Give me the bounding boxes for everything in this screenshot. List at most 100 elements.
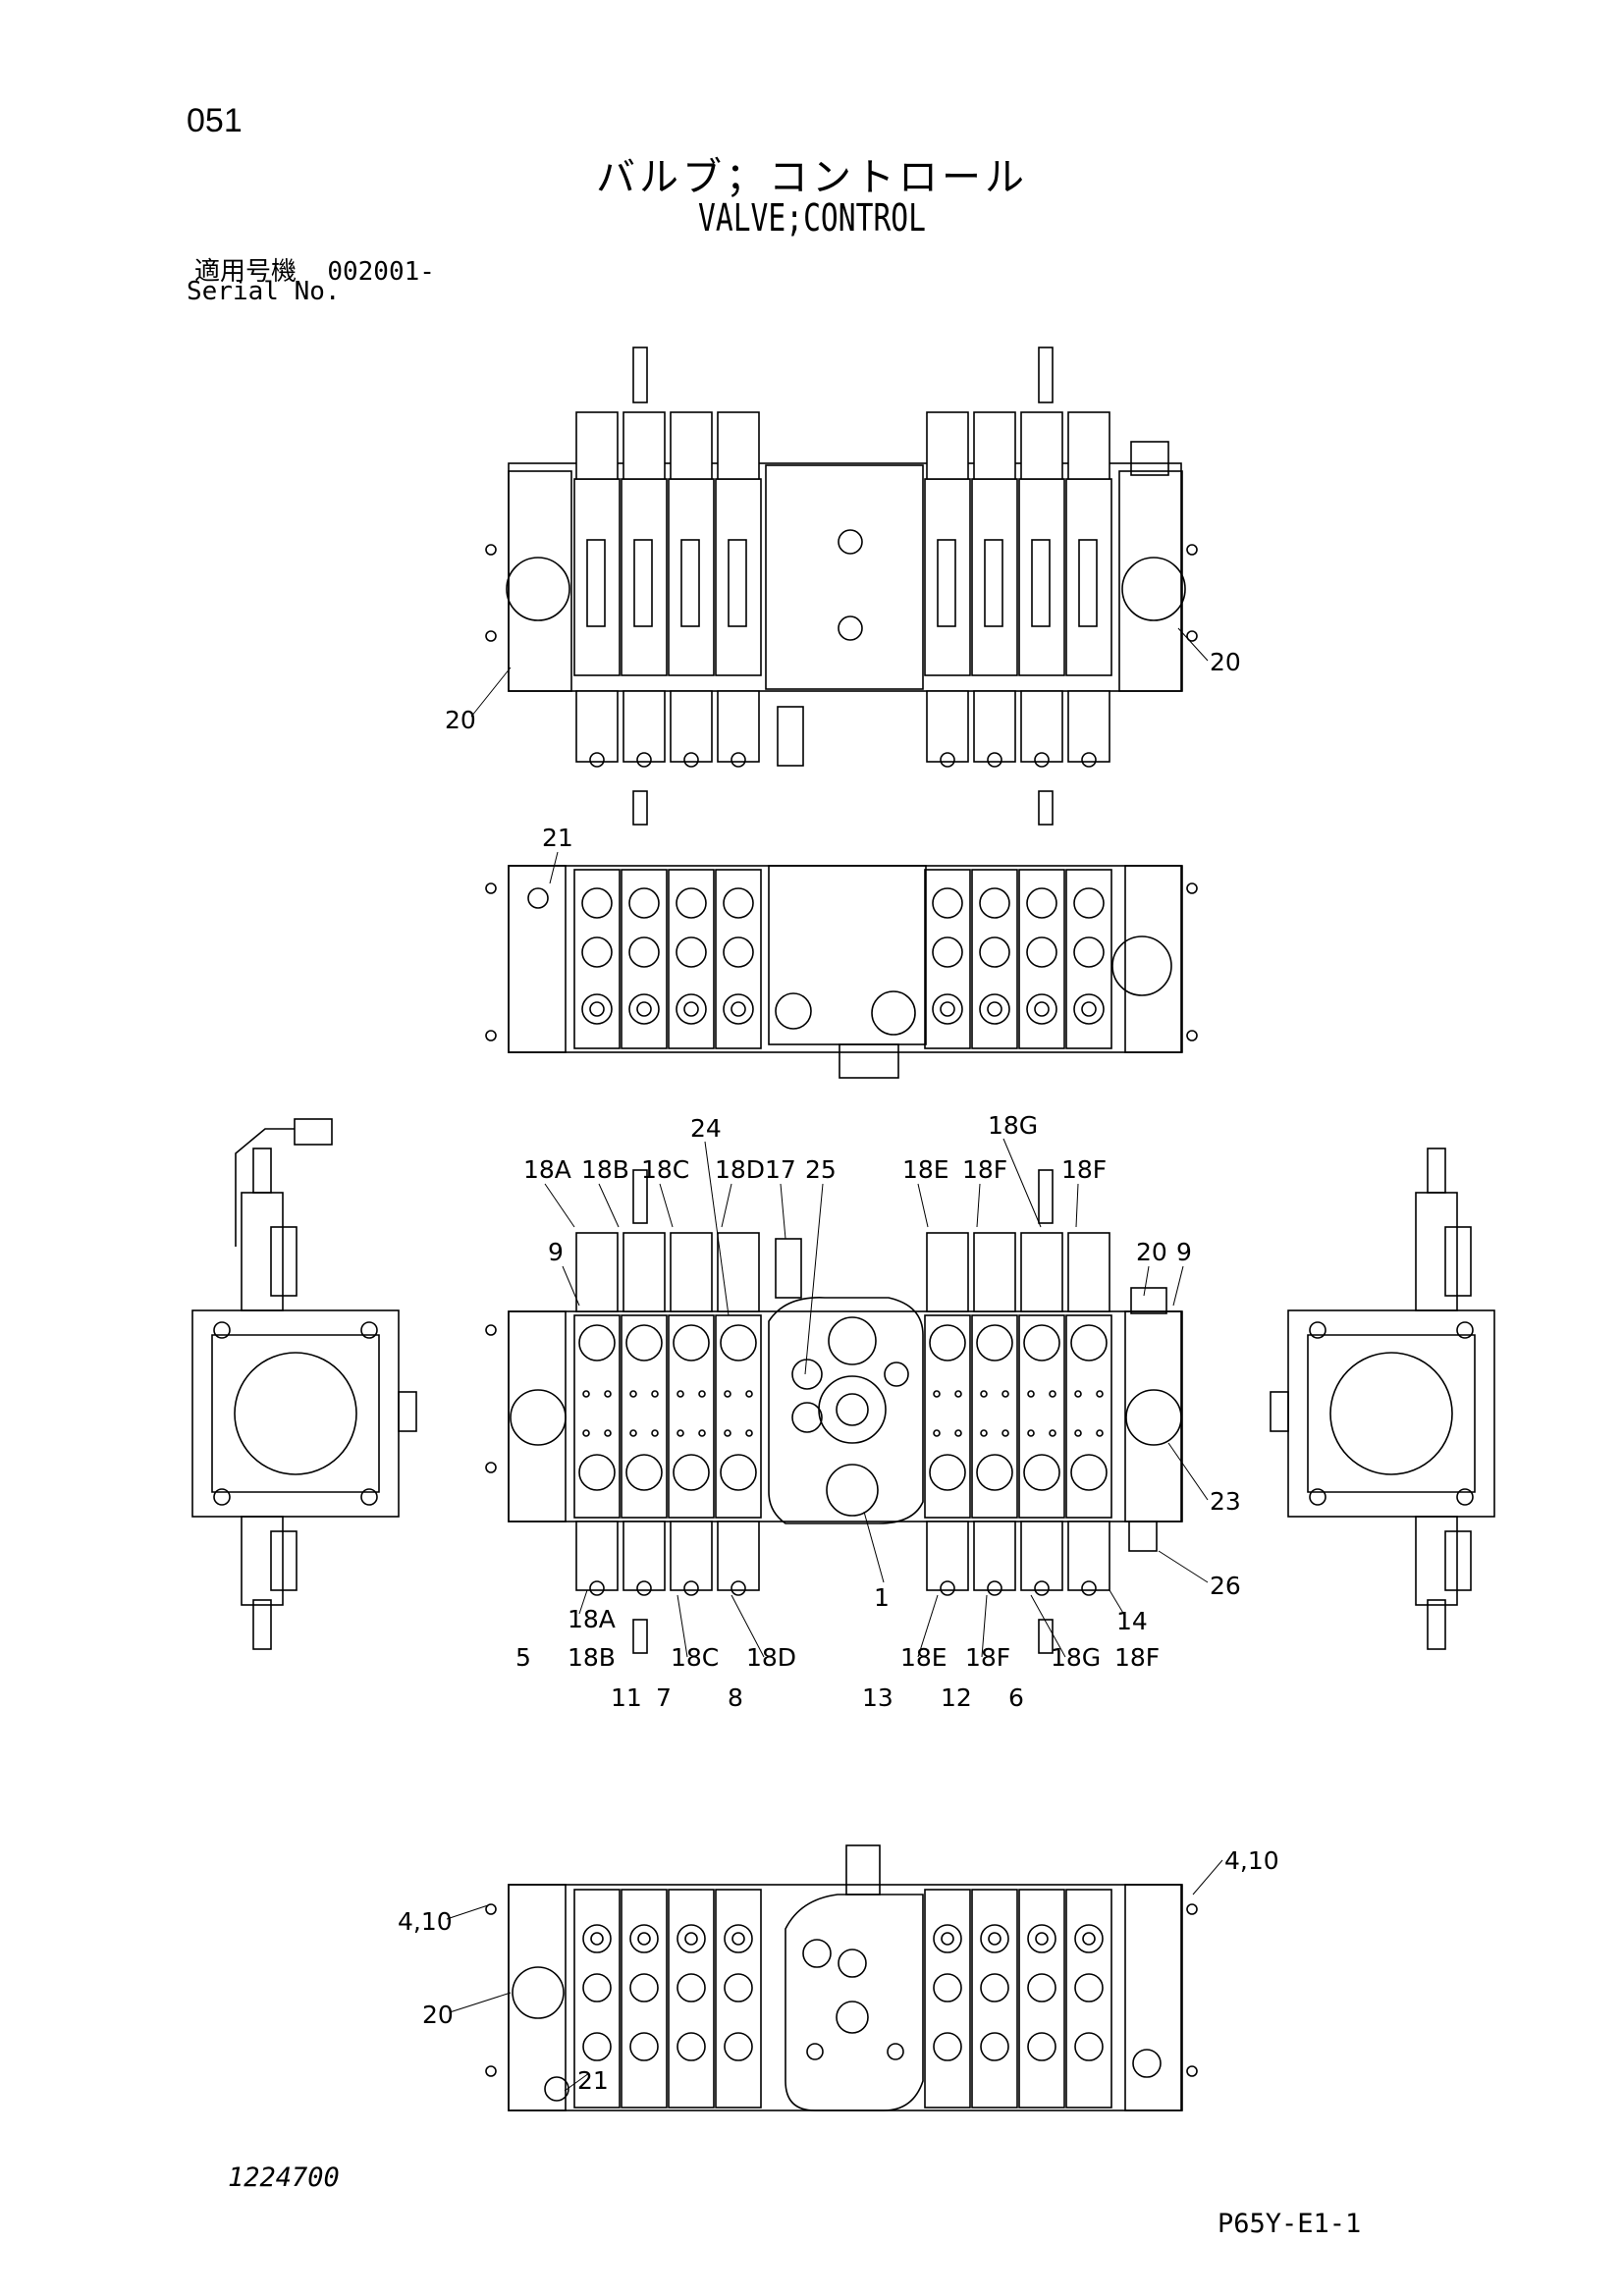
leader-line — [1002, 1138, 1042, 1228]
bottom-fitting — [839, 1043, 899, 1079]
bolt-head — [1074, 1390, 1082, 1398]
drawing-number: 1224700 — [228, 2163, 340, 2193]
bolt-head — [1074, 1429, 1082, 1437]
port-circle — [1309, 1488, 1326, 1506]
port-circle — [932, 887, 963, 919]
port-circle — [979, 993, 1010, 1025]
leader-line — [731, 1594, 765, 1658]
leader-line — [470, 667, 512, 718]
serial-line: 適用号機 002001- — [194, 251, 435, 288]
callout-label: 8 — [728, 1683, 743, 1712]
bolt-head — [698, 1390, 706, 1398]
port-circle — [1125, 1389, 1182, 1446]
spool-section — [621, 478, 668, 676]
bolt-head — [980, 1390, 988, 1398]
solenoid-stem — [1427, 1599, 1446, 1650]
side-fitting — [1270, 1391, 1289, 1432]
spool-cap-top — [973, 1232, 1016, 1312]
port-circle — [1186, 2065, 1198, 2077]
port-circle — [980, 2032, 1009, 2061]
port-circle — [673, 1324, 710, 1362]
port-circle — [929, 1324, 966, 1362]
spool-section — [668, 478, 715, 676]
port-circle — [1074, 2032, 1104, 2061]
port-circle — [1186, 882, 1198, 894]
port-circle — [806, 2043, 824, 2060]
port-circle — [625, 1454, 663, 1491]
port-circle — [932, 936, 963, 968]
port-circle — [582, 2032, 612, 2061]
right-side-view-drawing — [1270, 1148, 1495, 1650]
section-face — [715, 1314, 762, 1519]
callout-label: 24 — [690, 1114, 722, 1143]
fitting — [777, 706, 804, 767]
port-circle — [1309, 1321, 1326, 1339]
spool-slot — [984, 539, 1003, 627]
bolt-head — [1049, 1429, 1056, 1437]
serial-label-jp: 適用号機 — [194, 257, 298, 287]
bolt-head — [724, 1390, 731, 1398]
end-cover — [1124, 1310, 1183, 1522]
connector-plug — [294, 1118, 333, 1146]
spool-slot — [633, 539, 653, 627]
spool-cap-top — [575, 1232, 619, 1312]
port-inner — [731, 1932, 745, 1946]
spool-cap-bottom — [575, 1521, 619, 1591]
left-side-view-drawing — [191, 1118, 417, 1650]
bolt-head — [933, 1429, 941, 1437]
leader-line — [1172, 1265, 1184, 1307]
spool-cap-top — [1020, 1232, 1063, 1312]
bolt-head — [1096, 1390, 1104, 1398]
port-circle — [1121, 557, 1186, 621]
port-inner — [589, 1001, 605, 1017]
bolt-head — [745, 1429, 753, 1437]
callout-label: 21 — [577, 2066, 609, 2095]
spool-slot — [937, 539, 956, 627]
bolt-head — [1096, 1429, 1104, 1437]
port-inner — [1081, 1001, 1097, 1017]
spool-cap — [1444, 1226, 1472, 1297]
spool-cap-bottom — [623, 690, 666, 763]
port-inner — [636, 1001, 652, 1017]
port-circle — [724, 1924, 753, 1953]
callout-label: 20 — [1136, 1238, 1167, 1266]
leader-line — [659, 1183, 674, 1228]
port-circle — [933, 2032, 962, 2061]
port-circle — [512, 1966, 565, 2019]
connector — [632, 790, 648, 826]
callout-label: 14 — [1116, 1607, 1148, 1635]
leader-line — [564, 2072, 590, 2092]
leader-line — [917, 1183, 929, 1228]
port-circle — [720, 1454, 757, 1491]
port-circle — [673, 1454, 710, 1491]
spool-cap-top — [1020, 411, 1063, 480]
port-inner — [1082, 1932, 1096, 1946]
port-circle — [932, 993, 963, 1025]
port-circle — [720, 1324, 757, 1362]
port-circle — [677, 1924, 706, 1953]
leader-line — [544, 1183, 575, 1228]
port-circle — [676, 936, 707, 968]
callout-label: 18B — [568, 1643, 616, 1672]
port-circle — [578, 1324, 616, 1362]
port-inner — [1034, 1001, 1050, 1017]
bolt-head — [683, 1580, 699, 1596]
port-circle — [581, 887, 613, 919]
port-circle — [1456, 1321, 1474, 1339]
port-circle — [826, 1464, 879, 1517]
callout-label: 23 — [1210, 1487, 1241, 1516]
main-view-drawing — [485, 1169, 1183, 1654]
callout-label: 6 — [1008, 1683, 1024, 1712]
port-circle — [485, 1030, 497, 1041]
port-circle — [1073, 936, 1105, 968]
leader-line — [1143, 1265, 1150, 1297]
side-fitting — [398, 1391, 417, 1432]
section-face — [1065, 869, 1112, 1049]
port-circle — [723, 936, 754, 968]
leader-line — [578, 1589, 588, 1615]
port-circle — [1027, 2032, 1056, 2061]
port-circle — [1186, 544, 1198, 556]
bolt-head — [745, 1390, 753, 1398]
callout-label: 26 — [1210, 1572, 1241, 1600]
port-circle — [871, 990, 916, 1036]
